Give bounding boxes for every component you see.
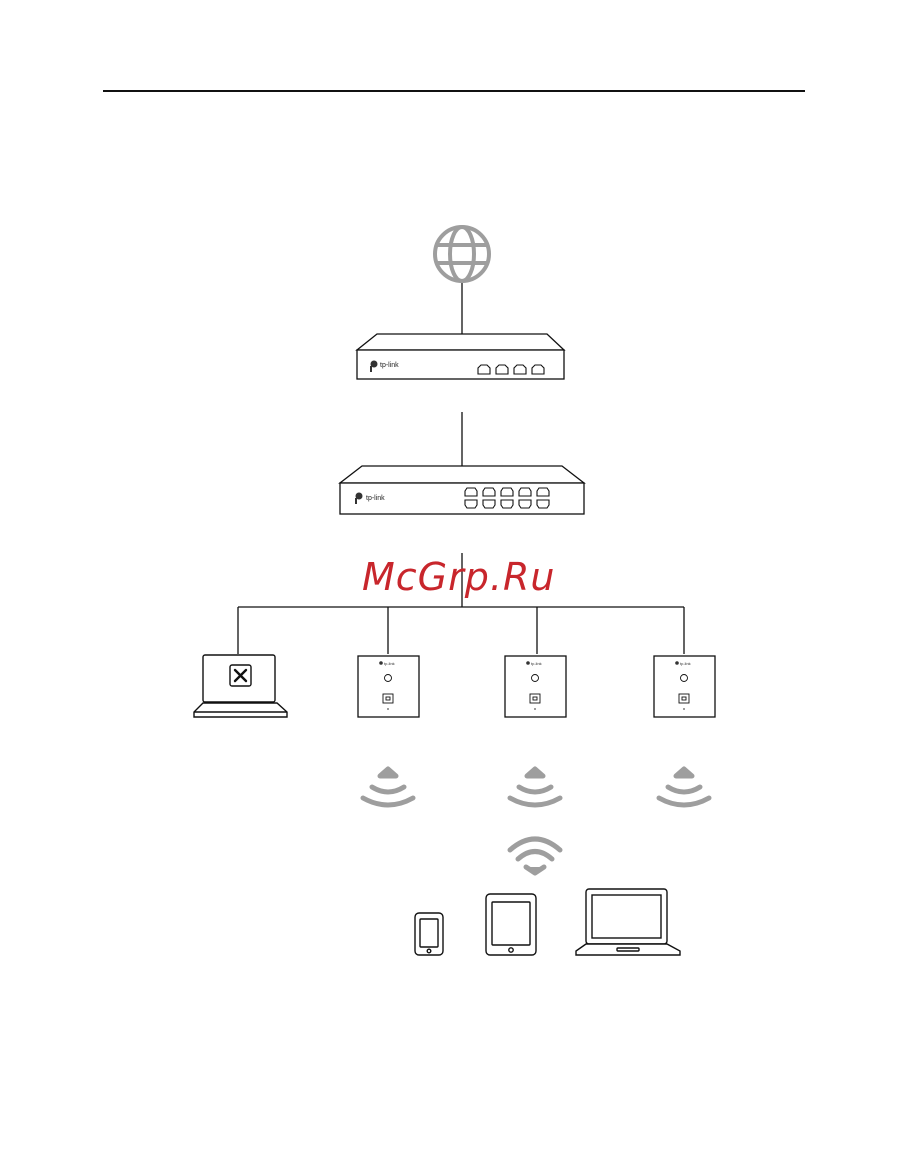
wifi-signal-icon	[510, 839, 560, 873]
wifi-broadcast-icon	[659, 769, 709, 805]
ethernet-port-icon	[383, 694, 393, 703]
wps-button-icon	[532, 675, 539, 682]
access-point-brand-label: tp-link	[531, 661, 542, 666]
ethernet-port-icon	[679, 694, 689, 703]
smartphone-icon	[415, 913, 443, 955]
ethernet-port-icon	[530, 694, 540, 703]
wifi-broadcast-icon	[510, 769, 560, 805]
router-icon	[357, 334, 564, 379]
switch-brand-label: tp-link	[366, 495, 385, 502]
switch-port-icon	[537, 500, 549, 508]
switch-port-icon	[501, 500, 513, 508]
switch-port-icon	[519, 488, 531, 496]
tp-link-logo-icon	[526, 661, 530, 665]
switch-port-icon	[483, 488, 495, 496]
tablet-icon	[486, 894, 536, 955]
switch-port-icon	[519, 500, 531, 508]
switch-port-icon	[501, 488, 513, 496]
distribution-bus	[238, 607, 684, 654]
switch-port-icon	[483, 500, 495, 508]
access-point-brand-label: tp-link	[384, 661, 395, 666]
switch-icon	[340, 466, 584, 514]
switch-port-icon	[465, 500, 477, 508]
switch-port-icon	[537, 488, 549, 496]
router-brand-label: tp-link	[380, 362, 399, 369]
wps-button-icon	[385, 675, 392, 682]
laptop-settings-icon	[194, 655, 287, 717]
wps-button-icon	[681, 675, 688, 682]
wifi-broadcast-icon	[363, 769, 413, 805]
laptop-icon	[576, 889, 680, 955]
globe-icon	[435, 227, 489, 281]
led-indicator-icon	[683, 708, 685, 710]
access-point-brand-label: tp-link	[680, 661, 691, 666]
led-indicator-icon	[534, 708, 536, 710]
watermark: McGrp.Ru	[362, 555, 555, 599]
led-indicator-icon	[387, 708, 389, 710]
switch-port-icon	[465, 488, 477, 496]
tp-link-logo-icon	[675, 661, 679, 665]
tp-link-logo-icon	[379, 661, 383, 665]
